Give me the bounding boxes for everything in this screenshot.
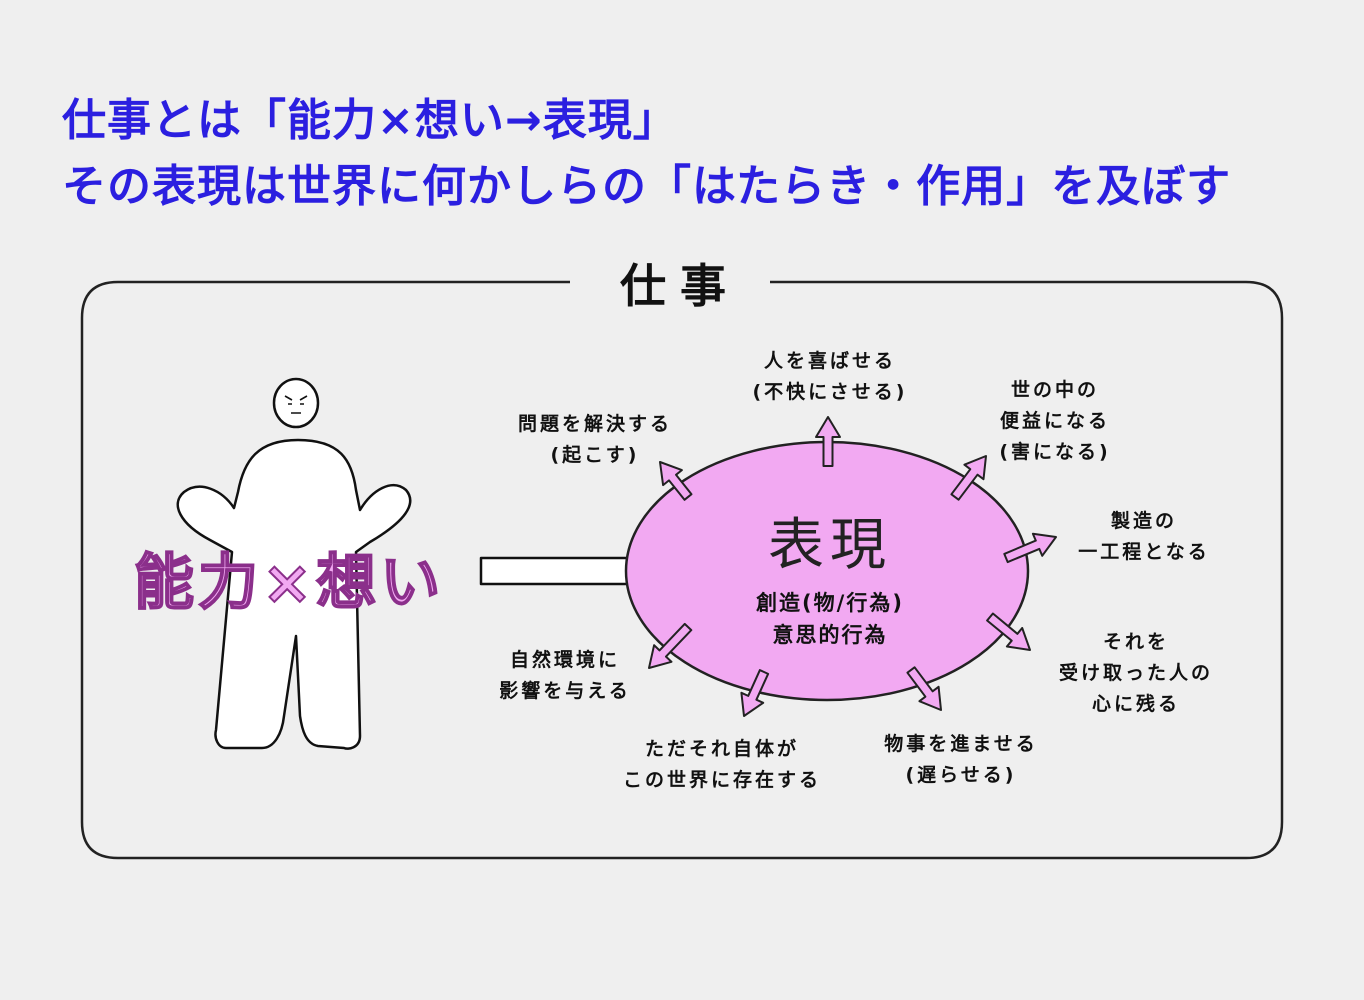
- radial-arrows: [648, 416, 1057, 717]
- effect-benefit: 世の中の 便益になる (害になる): [975, 375, 1135, 468]
- effect-manufacture-line-2: 一工程となる: [1078, 541, 1210, 563]
- effect-remain-line-3: 心に残る: [1091, 693, 1180, 715]
- arrow-solve: [659, 461, 693, 501]
- headline-line-1: 仕事とは「能力×想い→表現」: [62, 95, 678, 146]
- headline-line-2: その表現は世界に何かしらの「はたらき・作用」を及ぼす: [62, 161, 1232, 212]
- arrow-remain: [986, 612, 1031, 651]
- effect-please-line-2: (不快にさせる): [752, 381, 908, 403]
- effect-environment-line-2: 影響を与える: [499, 680, 631, 702]
- effect-environment-line-1: 自然環境に: [509, 649, 620, 671]
- expression-sub-line-2: 意思的行為: [772, 623, 888, 647]
- person-head: [272, 377, 320, 429]
- arrow-exist: [740, 669, 770, 717]
- effect-please-line-1: 人を喜ばせる: [763, 350, 896, 372]
- effect-advance-line-1: 物事を進ませる: [884, 733, 1038, 755]
- arrow-environment: [648, 622, 693, 669]
- person-figure: [176, 377, 412, 750]
- arrow-advance: [906, 666, 942, 711]
- arrow-please: [815, 416, 841, 467]
- effect-benefit-line-3: (害になる): [999, 441, 1111, 463]
- effect-environment: 自然環境に 影響を与える: [485, 645, 645, 707]
- expression-subtitle: 創造(物/行為) 意思的行為: [700, 587, 960, 651]
- effect-advance-line-2: (遅らせる): [905, 764, 1017, 786]
- effect-please: 人を喜ばせる (不快にさせる): [730, 346, 930, 408]
- arrow-manufacture: [1003, 532, 1057, 564]
- effect-exist: ただそれ自体が この世界に存在する: [612, 734, 832, 796]
- person-body: [176, 438, 412, 750]
- effect-benefit-line-2: 便益になる: [999, 410, 1110, 432]
- arrow-benefit: [950, 455, 987, 501]
- effect-remain: それを 受け取った人の 心に残る: [1046, 627, 1226, 720]
- effect-benefit-line-1: 世の中の: [1010, 379, 1099, 401]
- effect-solve-line-1: 問題を解決する: [517, 413, 672, 435]
- frame-title: 仕事: [620, 259, 740, 313]
- effect-solve: 問題を解決する (起こす): [500, 409, 690, 471]
- frame-border: [80, 280, 1284, 860]
- effect-remain-line-2: 受け取った人の: [1058, 662, 1213, 684]
- effect-advance: 物事を進ませる (遅らせる): [866, 729, 1056, 791]
- effect-remain-line-1: それを: [1102, 631, 1169, 653]
- effect-manufacture-line-1: 製造の: [1110, 510, 1177, 532]
- effect-exist-line-1: ただそれ自体が: [644, 738, 799, 760]
- person-face: [284, 395, 308, 414]
- expression-title: 表現: [768, 513, 892, 578]
- effect-manufacture: 製造の 一工程となる: [1062, 506, 1226, 568]
- expression-sub-line-1: 創造(物/行為): [756, 591, 904, 615]
- effect-exist-line-2: この世界に存在する: [622, 769, 821, 791]
- ability-passion-label: 能力×想い: [133, 547, 445, 619]
- effect-solve-line-2: (起こす): [550, 444, 640, 466]
